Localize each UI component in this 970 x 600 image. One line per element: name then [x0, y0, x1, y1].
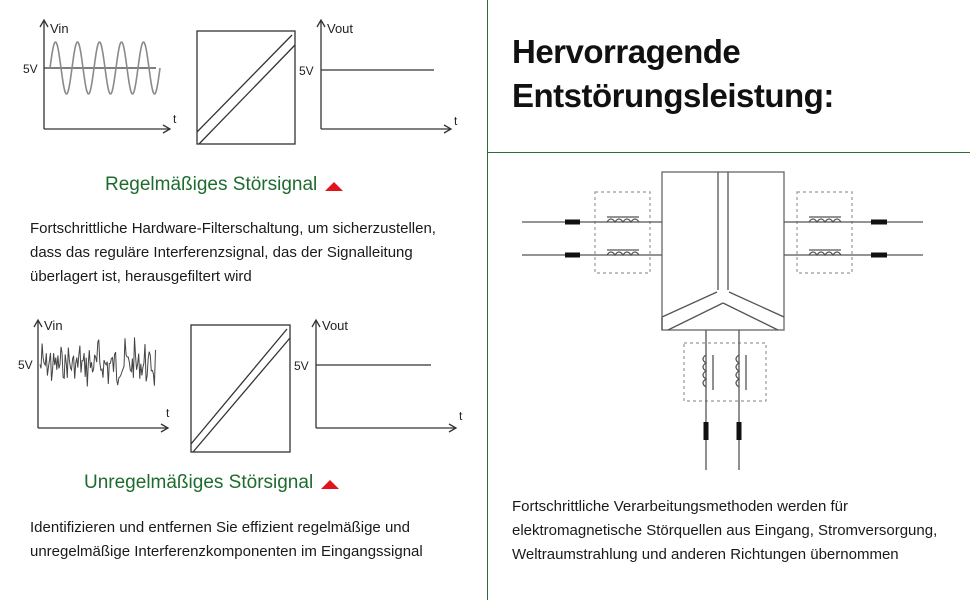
irregular-noise-diagram: Vin 5V t Vout 5V t: [18, 318, 463, 453]
vin-sine-wave: [49, 41, 161, 95]
red-triangle-icon: [321, 479, 340, 489]
irregular-noise-description: Identifizieren und entfernen Sie effizie…: [30, 519, 423, 560]
caption-regular-noise: Regelmäßiges Störsignal: [105, 174, 344, 196]
page-title-line-1: Hervorragende: [512, 33, 741, 70]
vout-level-label: 5V: [299, 64, 314, 78]
bottom-filter-module: [683, 330, 767, 470]
page-title: Hervorragende Entstörungsleistung:: [512, 30, 952, 118]
vin-t-label: t: [173, 112, 177, 126]
vin-t-label-2: t: [166, 406, 170, 420]
vin-level-label: 5V: [23, 62, 38, 76]
regular-noise-description: Fortschrittliche Hardware-Filterschaltun…: [30, 220, 436, 285]
caption-irregular-noise: Unregelmäßiges Störsignal: [84, 472, 340, 494]
red-triangle-icon: [325, 181, 344, 191]
vin-label: Vin: [50, 21, 69, 36]
vout-t-label: t: [454, 114, 458, 128]
filter-box-2: [190, 324, 291, 453]
vout-level-label-2: 5V: [294, 359, 309, 373]
filter-box: [196, 30, 296, 145]
regular-noise-diagram: Vin 5V t Vout 5V t: [23, 18, 458, 145]
emi-description: Fortschrittliche Verarbeitungsmethoden w…: [512, 498, 938, 563]
vin-label-2: Vin: [44, 318, 63, 333]
vout-label: Vout: [327, 21, 353, 36]
left-filter-module: [522, 191, 662, 274]
vertical-divider: [487, 0, 488, 600]
vin-noise-signal: [39, 337, 156, 387]
vout-t-label-2: t: [459, 409, 463, 423]
page-title-line-2: Entstörungsleistung:: [512, 77, 834, 114]
horizontal-divider: [487, 152, 970, 153]
caption-irregular-noise-text: Unregelmäßiges Störsignal: [84, 472, 314, 493]
vin-level-label-2: 5V: [18, 358, 33, 372]
caption-regular-noise-text: Regelmäßiges Störsignal: [105, 174, 318, 195]
right-filter-module: [784, 191, 923, 274]
vout-label-2: Vout: [322, 318, 348, 333]
emi-suppression-diagram: [522, 171, 923, 470]
